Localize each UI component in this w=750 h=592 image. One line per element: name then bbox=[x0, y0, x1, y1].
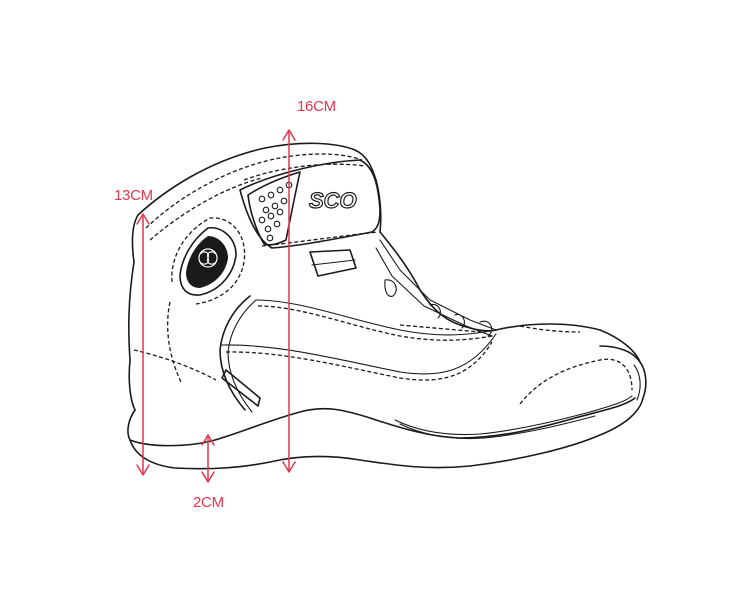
dimension-heel-height bbox=[201, 434, 215, 483]
heel-height-label: 2CM bbox=[193, 494, 224, 511]
dimension-total-height bbox=[282, 129, 296, 473]
total-height-label: 16CM bbox=[297, 98, 336, 115]
lace-hooks bbox=[375, 239, 497, 337]
brand-mark: SCO bbox=[309, 188, 357, 213]
ankle-logo-icon bbox=[198, 248, 218, 268]
boot-drawing: SCO bbox=[127, 142, 647, 470]
shaft-height-label: 13CM bbox=[114, 187, 153, 204]
dimension-shaft-height bbox=[136, 213, 150, 476]
